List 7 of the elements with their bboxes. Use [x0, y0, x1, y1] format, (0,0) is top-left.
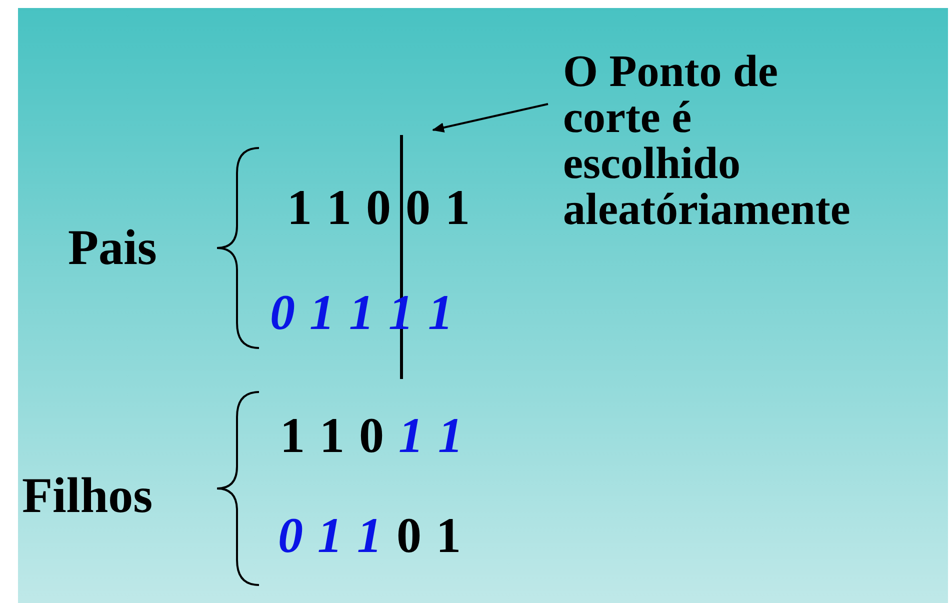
group-label: Filhos	[22, 470, 153, 520]
arrow	[432, 103, 548, 132]
annotation-text: O Ponto de corte é escolhido aleatóriamente	[563, 48, 863, 232]
binary-string: 1 1 0 0 1	[287, 182, 470, 232]
group-label: Pais	[68, 222, 157, 272]
binary-string: 1 1 0 1 1	[280, 410, 463, 460]
binary-string: 0 1 1 0 1	[278, 510, 461, 560]
